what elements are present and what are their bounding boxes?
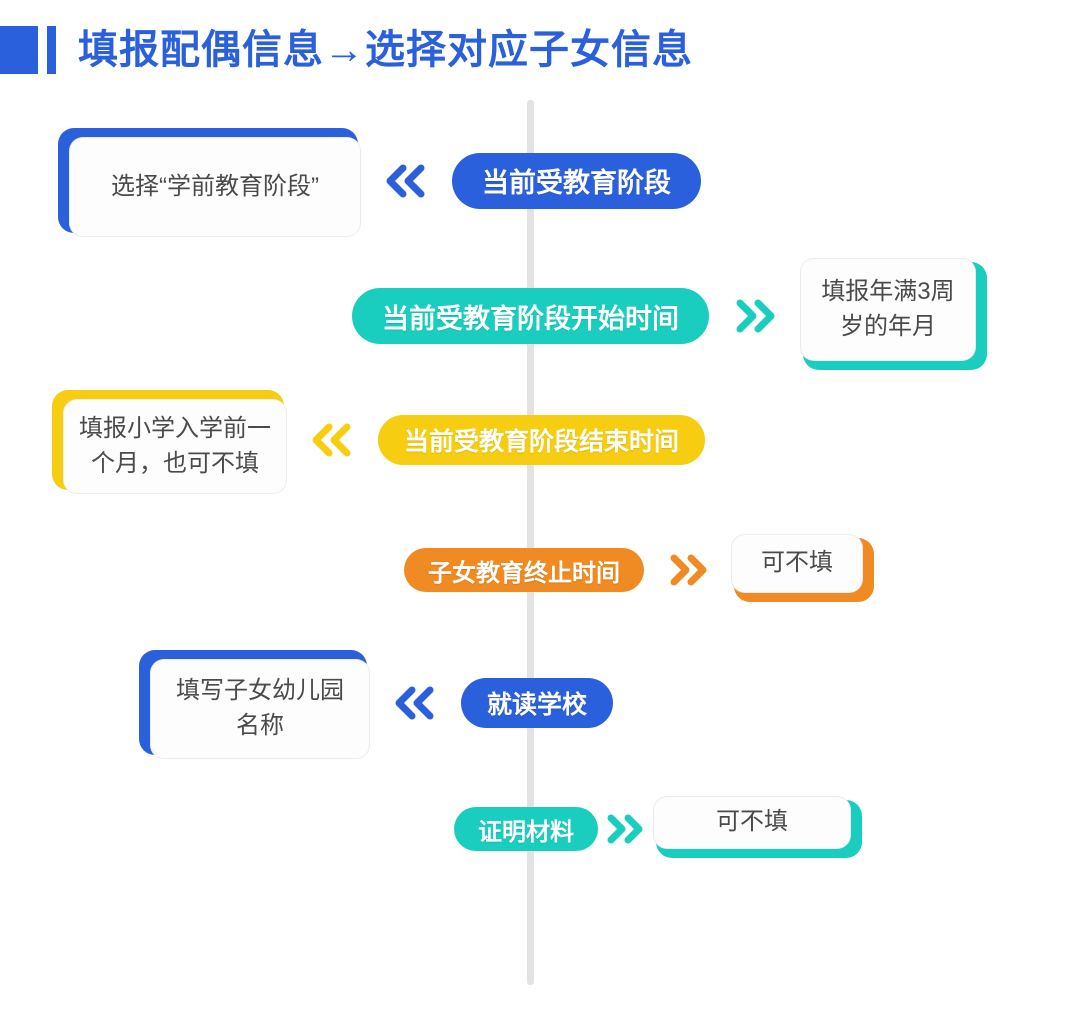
note-card-text-row1: 选择“学前教育阶段”: [69, 137, 361, 237]
field-pill-row3[interactable]: 当前受教育阶段结束时间: [378, 415, 706, 465]
title-accent-bar-icon: [47, 26, 56, 74]
page-title: 填报配偶信息→选择对应子女信息: [78, 28, 693, 72]
title-accent-block-icon: [0, 26, 38, 74]
note-card-text-row3: 填报小学入学前一个月，也可不填: [63, 399, 287, 494]
note-card-row6: 可不填: [653, 796, 862, 858]
note-card-row4: 可不填: [731, 534, 874, 602]
note-card-row5: 填写子女幼儿园名称: [139, 650, 370, 759]
flow-row-education-termination-time: 子女教育终止时间 可不填: [404, 534, 874, 602]
note-card-row2: 填报年满3周岁的年月: [800, 258, 987, 370]
chevron-left-icon-row1: [384, 164, 430, 198]
chevron-right-icon-row6: [604, 813, 644, 845]
flow-row-school: 填写子女幼儿园名称 就读学校: [139, 650, 614, 759]
note-card-text-row6: 可不填: [653, 796, 851, 849]
note-card-text-row4: 可不填: [731, 534, 863, 593]
flow-row-proof-material: 证明材料 可不填: [454, 796, 862, 858]
flow-row-stage-end-time: 填报小学入学前一个月，也可不填 当前受教育阶段结束时间: [52, 390, 706, 494]
field-pill-row4[interactable]: 子女教育终止时间: [404, 548, 644, 592]
flow-row-stage-start-time: 当前受教育阶段开始时间 填报年满3周岁的年月: [352, 258, 987, 370]
field-pill-row6[interactable]: 证明材料: [454, 807, 598, 851]
chevron-left-icon-row3: [310, 423, 356, 457]
note-card-row1: 选择“学前教育阶段”: [58, 128, 361, 237]
field-pill-row1[interactable]: 当前受教育阶段: [452, 152, 701, 209]
vertical-timeline-line: [527, 100, 534, 985]
page-title-bar: 填报配偶信息→选择对应子女信息: [0, 22, 693, 78]
note-card-row3: 填报小学入学前一个月，也可不填: [52, 390, 287, 494]
chevron-right-icon-row2: [731, 299, 777, 333]
field-pill-row5[interactable]: 就读学校: [461, 677, 614, 728]
field-pill-row2[interactable]: 当前受教育阶段开始时间: [352, 288, 709, 344]
chevron-right-icon-row4: [666, 554, 708, 586]
chevron-left-icon-row5: [393, 686, 439, 720]
note-card-text-row2: 填报年满3周岁的年月: [800, 258, 976, 361]
note-card-text-row5: 填写子女幼儿园名称: [150, 659, 370, 759]
flow-row-current-education-stage: 选择“学前教育阶段” 当前受教育阶段: [58, 128, 701, 237]
